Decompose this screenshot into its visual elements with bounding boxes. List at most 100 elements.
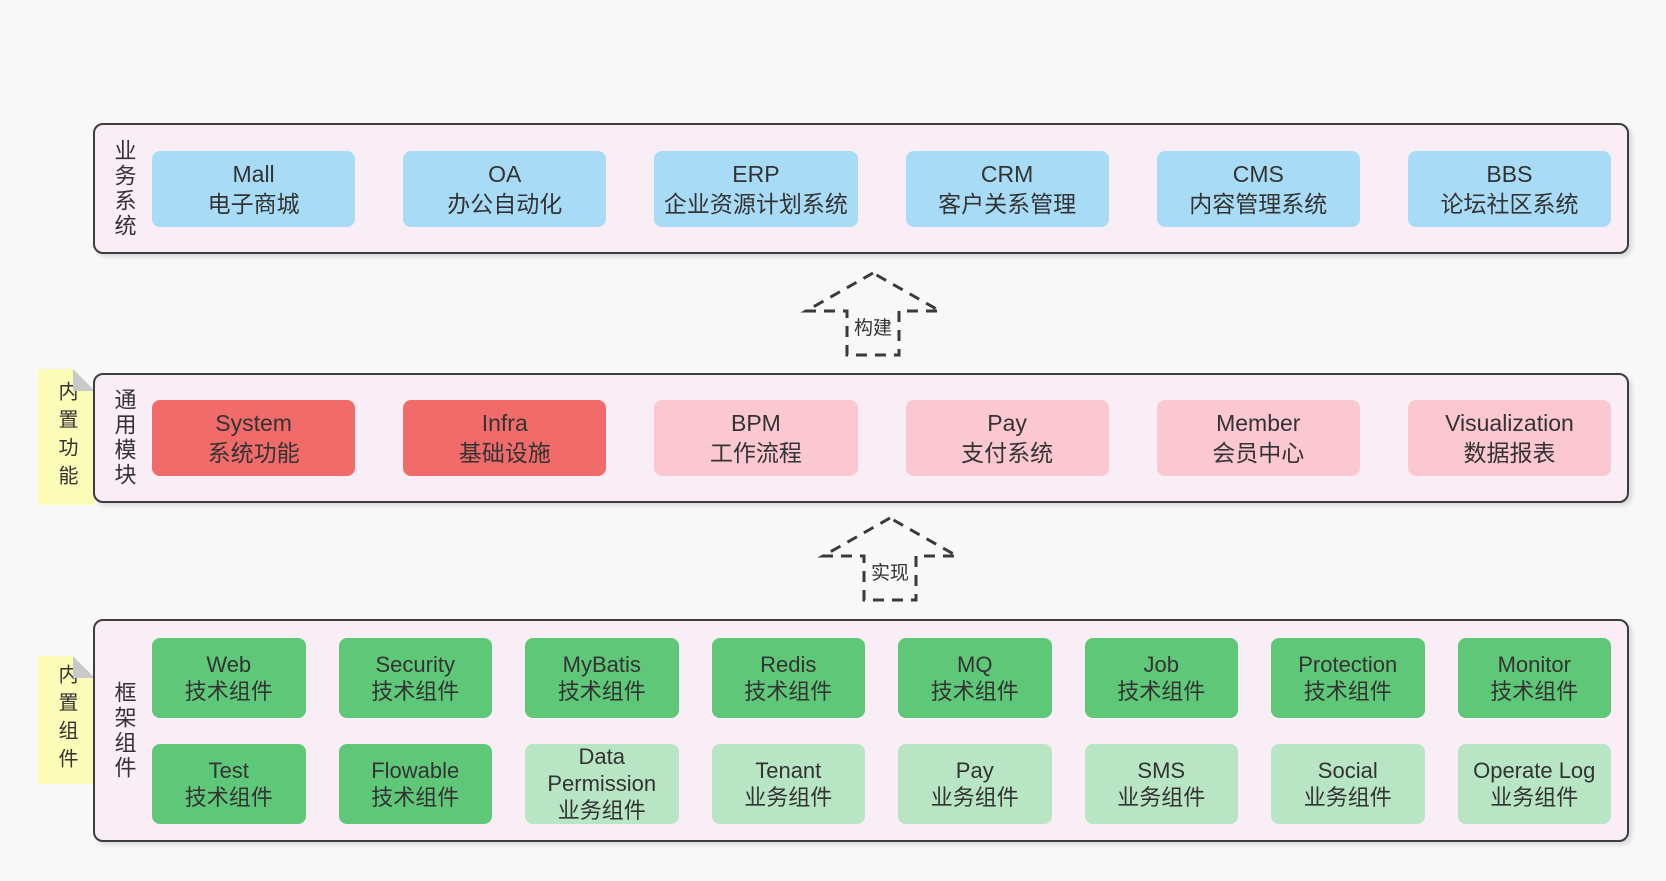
box-desc: 支付系统 xyxy=(961,440,1054,466)
module-box-infra: Infra 基础设施 xyxy=(403,400,607,476)
box-name: Job xyxy=(1143,651,1179,677)
panel-label-common-modules: 通用模块 xyxy=(111,388,137,488)
box-name: Security xyxy=(375,651,455,677)
box-name: Data Permission xyxy=(547,744,657,796)
box-desc: 企业资源计划系统 xyxy=(663,190,848,217)
box-name: Test xyxy=(208,757,249,783)
box-name: MyBatis xyxy=(562,651,641,677)
box-name: Protection xyxy=(1298,651,1398,677)
module-box-member: Member 会员中心 xyxy=(1156,400,1360,476)
arrow-build: 构建 xyxy=(798,268,948,360)
module-box-pay: Pay 支付系统 xyxy=(905,400,1109,476)
box-name: BBS xyxy=(1486,160,1533,187)
module-box-mall: Mall 电子商城 xyxy=(152,150,356,227)
module-box-visualization: Visualization 数据报表 xyxy=(1407,400,1612,476)
box-name: Visualization xyxy=(1445,410,1574,436)
box-name: MQ xyxy=(957,651,993,677)
box-name: Flowable xyxy=(371,757,460,783)
module-box-system: System 系统功能 xyxy=(152,400,356,476)
arrow-implement: 实现 xyxy=(815,513,965,605)
sticky-note-builtin-features: 内置功能 xyxy=(38,369,95,505)
folded-corner-icon xyxy=(73,656,95,678)
box-desc: 会员中心 xyxy=(1212,440,1305,466)
box-desc: 技术组件 xyxy=(1490,678,1579,704)
panel-common-modules: 通用模块 System 系统功能 Infra 基础设施 BPM 工作流程 Pay 支付系统 Me… xyxy=(93,373,1629,503)
panel-content: System 系统功能 Infra 基础设施 BPM 工作流程 Pay 支付系统 Member 会… xyxy=(152,375,1627,501)
box-desc: 业务组件 xyxy=(1117,784,1206,810)
box-name: Pay xyxy=(955,757,994,783)
box-name: Mall xyxy=(232,160,275,187)
box-name: Web xyxy=(206,651,252,677)
box-desc: 工作流程 xyxy=(709,440,802,466)
sticky-note-builtin-components: 内置组件 xyxy=(38,656,95,784)
box-desc: 技术组件 xyxy=(557,678,646,704)
module-box-erp: ERP 企业资源计划系统 xyxy=(654,150,858,227)
box-desc: 技术组件 xyxy=(1303,678,1392,704)
arrow-label: 构建 xyxy=(853,318,893,339)
box-name: ERP xyxy=(732,160,780,187)
box-name: Monitor xyxy=(1497,651,1571,677)
module-box-bbs: BBS 论坛社区系统 xyxy=(1407,150,1612,227)
box-desc: 论坛社区系统 xyxy=(1440,190,1579,217)
box-name: System xyxy=(215,410,292,436)
box-name: Pay xyxy=(987,410,1027,436)
panel-label-framework-components: 框架组件 xyxy=(111,680,137,781)
box-desc: 电子商城 xyxy=(207,190,300,217)
sticky-note-label: 内置组件 xyxy=(55,664,77,776)
box-desc: 客户关系管理 xyxy=(938,190,1077,217)
box-desc: 业务组件 xyxy=(1490,784,1579,810)
up-block-arrow-icon xyxy=(817,516,963,602)
box-row: System 系统功能 Infra 基础设施 BPM 工作流程 Pay 支付系统 Member 会… xyxy=(152,400,1612,476)
box-desc: 业务组件 xyxy=(744,784,833,810)
arrow-label: 实现 xyxy=(870,563,910,584)
up-block-arrow-icon xyxy=(800,271,946,357)
box-desc: 技术组件 xyxy=(930,678,1019,704)
box-desc: 数据报表 xyxy=(1463,440,1556,466)
box-desc: 技术组件 xyxy=(1117,678,1206,704)
box-name: CMS xyxy=(1232,160,1284,187)
box-name: Tenant xyxy=(755,757,822,783)
box-desc: 基础设施 xyxy=(458,440,551,466)
sticky-note-label: 内置功能 xyxy=(55,381,77,493)
box-name: OA xyxy=(488,160,522,187)
box-desc: 技术组件 xyxy=(184,678,273,704)
box-desc: 业务组件 xyxy=(930,784,1019,810)
box-name: Member xyxy=(1216,410,1301,436)
box-desc: 系统功能 xyxy=(207,440,300,466)
box-desc: 办公自动化 xyxy=(447,190,563,217)
box-name: SMS xyxy=(1137,757,1186,783)
box-desc: 业务组件 xyxy=(1303,784,1392,810)
box-name: Operate Log xyxy=(1473,757,1596,783)
box-name: CRM xyxy=(980,160,1034,187)
box-name: Infra xyxy=(481,410,528,436)
box-name: BPM xyxy=(731,410,781,436)
box-desc: 技术组件 xyxy=(184,784,273,810)
module-box-oa: OA 办公自动化 xyxy=(403,150,607,227)
folded-corner-icon xyxy=(73,369,95,391)
box-name: Redis xyxy=(760,651,817,677)
box-desc: 技术组件 xyxy=(744,678,833,704)
